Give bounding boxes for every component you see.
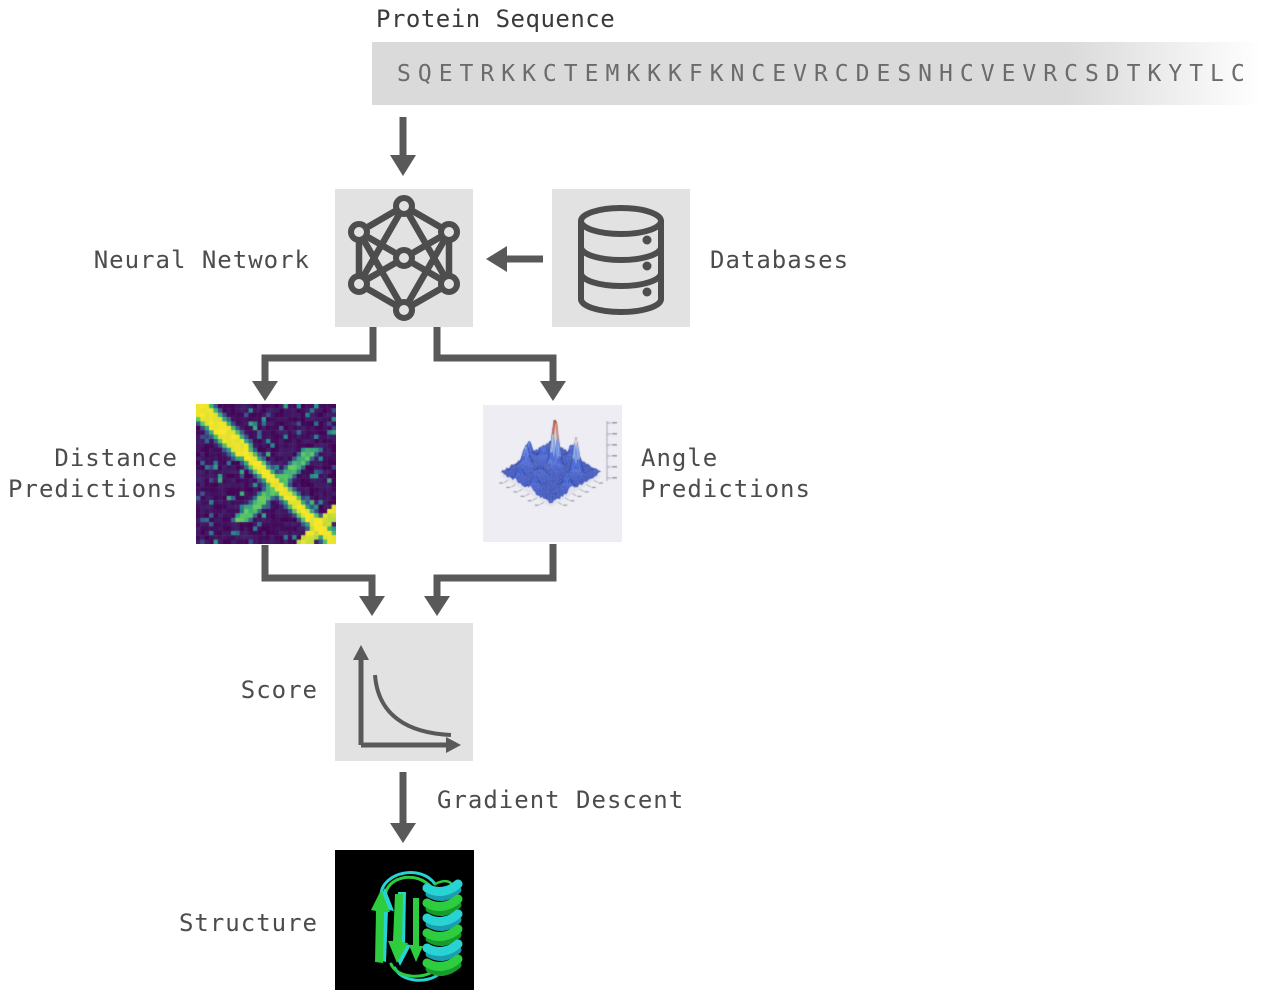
arrow-angle-to-score — [424, 544, 557, 616]
score-box — [335, 623, 473, 761]
databases-box — [552, 189, 690, 327]
score-curve-icon — [353, 645, 461, 753]
score-label: Score — [240, 676, 318, 704]
distance-predictions-label: Distance Predictions — [8, 444, 178, 503]
neural-network-box — [335, 189, 473, 327]
protein-sequence-title: Protein Sequence — [376, 5, 616, 33]
databases-label: Databases — [710, 246, 850, 274]
structure-beta-strands — [371, 888, 423, 966]
arrow-network-to-distance — [252, 327, 377, 401]
neural-network-label: Neural Network — [93, 246, 310, 274]
protein-sequence-bar: SQETRKKCTEMKKKFKNCEVRCDESNHCVEVRCSDTKYTL… — [372, 42, 1262, 105]
database-icon — [578, 205, 664, 315]
protein-structure-image — [335, 850, 474, 990]
protein-sequence-text: SQETRKKCTEMKKKFKNCEVRCDESNHCVEVRCSDTKYTL… — [397, 60, 1252, 87]
structure-helix — [422, 879, 463, 976]
arrow-distance-to-score — [261, 545, 385, 616]
arrow-sequence-to-network — [390, 117, 416, 176]
angle-predictions-label: Angle Predictions — [641, 444, 811, 503]
gradient-descent-label: Gradient Descent — [437, 786, 685, 814]
neural-network-icon — [348, 195, 460, 321]
arrow-network-to-angle — [433, 327, 566, 401]
arrow-databases-to-network — [486, 246, 543, 272]
structure-label: Structure — [178, 909, 318, 937]
angle-predictions-surface-plot — [483, 405, 622, 542]
distance-predictions-heatmap — [196, 404, 336, 544]
arrow-score-to-structure — [390, 772, 416, 843]
